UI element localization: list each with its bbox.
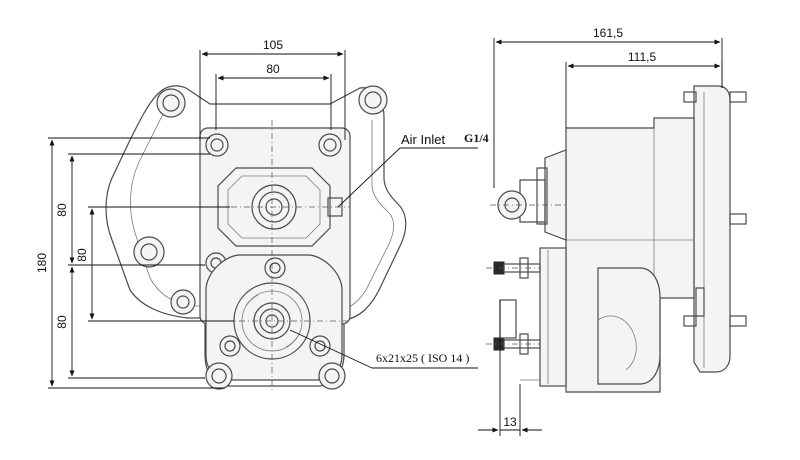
dim-flange: 13: [503, 415, 517, 429]
pto-bolt-top: [264, 257, 286, 279]
pto-bolt-bottom-left: [205, 362, 233, 390]
thread-label: G1/4: [464, 131, 489, 145]
dim-length-total: 161,5: [593, 26, 623, 40]
dim-width-outer: 105: [263, 38, 283, 52]
dim-width-inner: 80: [266, 62, 280, 76]
front-view: [105, 85, 407, 390]
side-mounting-flange: [539, 247, 567, 387]
spline-leader: [289, 329, 373, 369]
side-boss-lower-left: [170, 289, 196, 315]
pto-output-flange: [205, 254, 343, 381]
side-dimensions: 161,5 111,5 13: [478, 26, 723, 436]
mounting-bolt-top-right: [358, 85, 388, 115]
mounting-bolt-top-left: [156, 88, 186, 118]
flange-bolt-upper-left: [205, 133, 229, 157]
stud-lower: [493, 299, 541, 355]
side-view: [486, 85, 747, 393]
air-inlet-leader: [337, 147, 401, 208]
plate-bolts: [683, 91, 747, 327]
flange-bolt-upper-right: [318, 133, 342, 157]
side-boss-left: [133, 236, 165, 268]
dim-height-total: 180: [35, 253, 49, 273]
air-valve-housing: [544, 149, 567, 241]
air-inlet-label: Air Inlet: [401, 132, 445, 147]
front-dimensions: 105 80 180 80 80 80 Air Inlet G1/4 6x21x…: [35, 38, 489, 389]
dim-height-upper: 80: [55, 203, 69, 217]
dim-height-mid: 80: [75, 248, 89, 262]
dim-height-lower: 80: [55, 315, 69, 329]
dim-length-body: 111,5: [628, 50, 657, 64]
pto-bolt-left: [219, 335, 241, 357]
spline-label: 6x21x25 ( ISO 14 ): [376, 351, 469, 365]
rear-mounting-plate: [693, 85, 731, 373]
pto-bolt-bottom-right: [318, 362, 346, 390]
